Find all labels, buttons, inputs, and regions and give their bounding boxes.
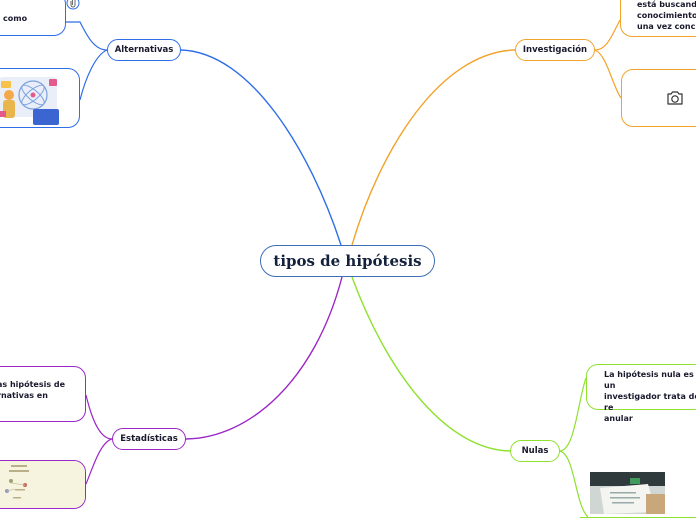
topic-nulas[interactable]: Nulas <box>510 440 560 462</box>
subtopic-estadisticas-line-2: rnativas en <box>0 391 48 400</box>
central-topic[interactable]: tipos de hipótesis <box>260 245 435 277</box>
topic-estadisticas[interactable]: Estadísticas <box>112 428 186 450</box>
link-estadisticas-img <box>85 438 113 485</box>
link-investigacion-img <box>594 49 622 99</box>
topic-estadisticas-label: Estadísticas <box>120 434 178 444</box>
subtopic-nulas-image[interactable] <box>580 470 696 518</box>
link-nulas-img <box>559 450 589 518</box>
topic-alternativas[interactable]: Alternativas <box>107 39 181 61</box>
subtopic-investigacion-text[interactable]: está buscando conocimiento c una vez con… <box>620 0 696 37</box>
link-central-alternativas <box>180 49 342 246</box>
subtopic-estadisticas-line-1: as hipótesis de <box>0 380 66 389</box>
paperwork-photo <box>590 472 665 514</box>
link-nulas-text <box>559 377 587 452</box>
subtopic-alternativas-text-label: como <box>3 14 28 23</box>
science-illustration <box>0 77 59 125</box>
subtopic-investigacion-line-1: está buscando <box>637 0 696 9</box>
topic-investigacion[interactable]: Investigación <box>515 39 595 61</box>
subtopic-alternativas-image[interactable] <box>0 68 80 128</box>
subtopic-alternativas-text[interactable]: como <box>0 0 66 36</box>
topic-alternativas-label: Alternativas <box>114 45 174 55</box>
subtopic-estadisticas-text[interactable]: as hipótesis de rnativas en <box>0 366 86 422</box>
central-topic-label: tipos de hipótesis <box>273 252 422 270</box>
subtopic-nulas-underline <box>580 516 696 518</box>
subtopic-investigacion-line-3: una vez conclu <box>637 22 696 31</box>
link-estadisticas-text <box>85 394 113 440</box>
link-central-investigacion <box>351 49 516 246</box>
subtopic-nulas-text[interactable]: La hipótesis nula es un investigador tra… <box>586 364 696 423</box>
subtopic-investigacion-line-2: conocimiento c <box>637 11 696 20</box>
topic-nulas-label: Nulas <box>521 446 549 456</box>
camera-icon[interactable] <box>666 90 684 106</box>
link-investigacion-text <box>594 19 621 51</box>
subtopic-nulas-line-1: La hipótesis nula es un <box>604 370 694 390</box>
link-central-nulas <box>351 276 511 452</box>
topic-investigacion-label: Investigación <box>522 45 588 55</box>
subtopic-investigacion-image[interactable] <box>621 69 696 127</box>
attachment-icon[interactable] <box>66 0 80 10</box>
hypothesis-diagram-thumbnail <box>0 461 85 508</box>
link-central-estadisticas <box>185 276 343 440</box>
subtopic-nulas-line-2: investigador trata de re <box>604 392 696 412</box>
link-alternativas-text <box>66 21 108 51</box>
subtopic-nulas-line-3: anular <box>604 414 633 423</box>
link-alternativas-img <box>79 49 108 101</box>
subtopic-estadisticas-image[interactable] <box>0 460 86 509</box>
